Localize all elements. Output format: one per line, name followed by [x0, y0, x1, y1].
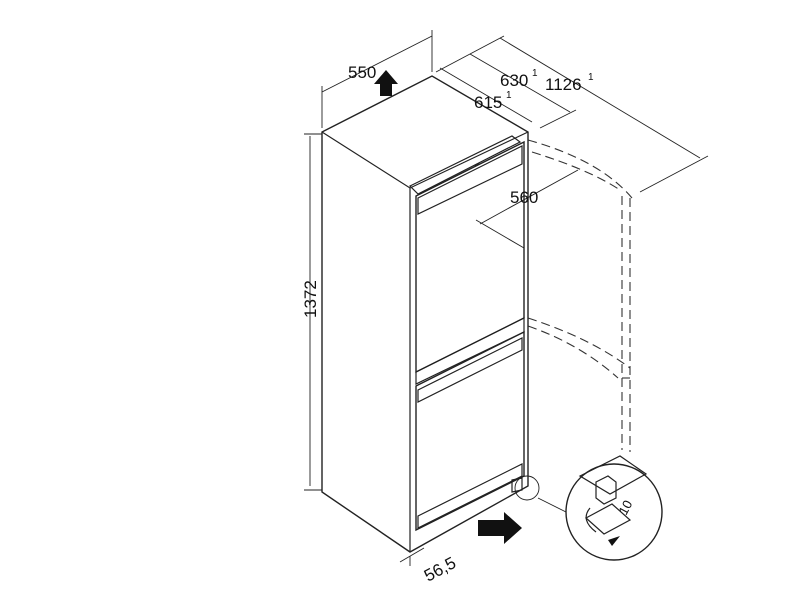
open-door-outline — [527, 139, 633, 452]
foot-detail-circle — [514, 475, 540, 501]
footnote-depth-total: 1 — [588, 72, 594, 83]
footnote-630: 1 — [532, 68, 538, 79]
dimension-lines — [304, 30, 709, 566]
dim-inner-depth: 560 — [510, 188, 538, 207]
foot — [511, 477, 523, 493]
footnote-615: 1 — [506, 90, 512, 101]
dim-depth-615: 615 — [474, 93, 502, 112]
dim-depth-total: 1126 — [545, 75, 582, 94]
foot-adjust-detail — [537, 455, 663, 561]
dim-foot: 56,5 — [421, 553, 459, 585]
dim-width: 550 — [348, 63, 376, 82]
dim-depth-630: 630 — [500, 71, 528, 90]
dim-wrench-size: 10 — [615, 498, 635, 518]
dim-height: 1372 — [301, 280, 320, 318]
up-arrow-icon — [374, 70, 398, 96]
right-arrow-icon — [478, 512, 522, 544]
